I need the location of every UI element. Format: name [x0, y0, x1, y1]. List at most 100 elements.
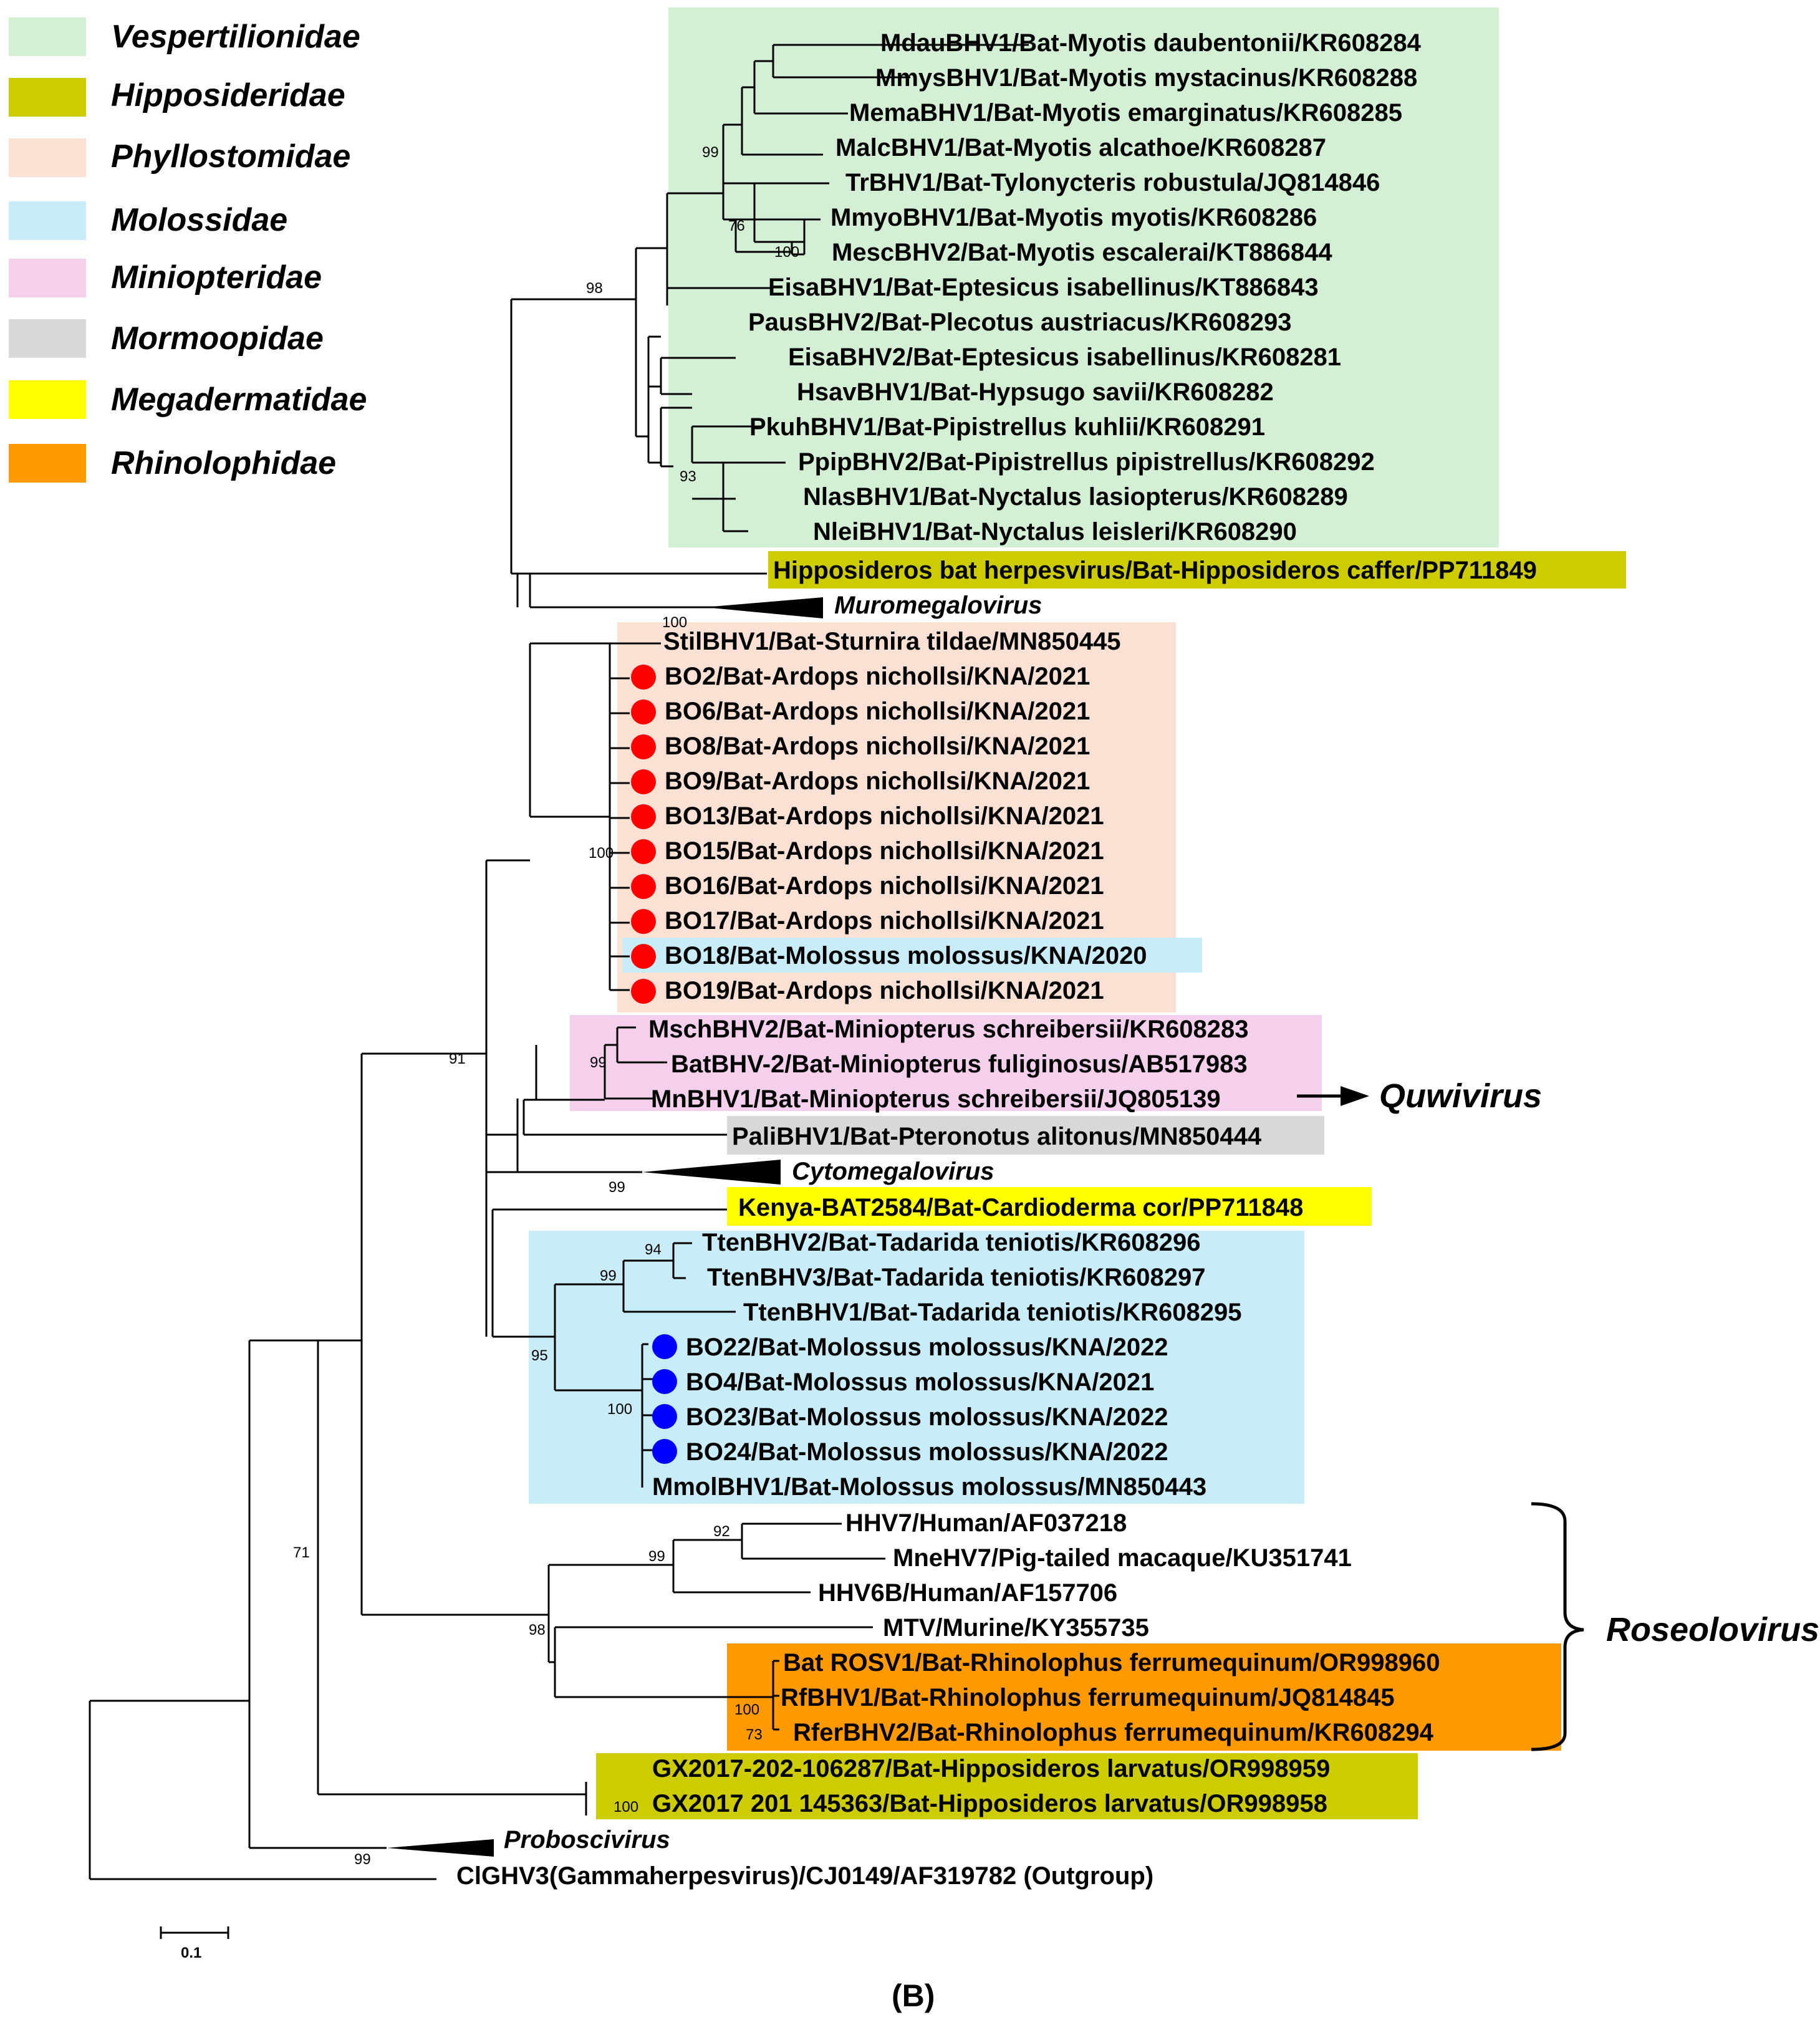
bootstrap-value: 100	[589, 845, 614, 862]
legend-label-megadermatidae: Megadermatidae	[111, 382, 367, 418]
red-dot-marker	[631, 700, 656, 724]
leaf-label: MescBHV2/Bat-Myotis escalerai/KT886844	[832, 239, 1332, 266]
leaf-label: PpipBHV2/Bat-Pipistrellus pipistrellus/K…	[798, 448, 1375, 476]
miniopteridae-box	[570, 1015, 1322, 1111]
blue-dot-marker	[652, 1404, 677, 1429]
rhinolophidae-box	[727, 1643, 1561, 1751]
red-dot-marker	[631, 909, 656, 934]
quwivirus-arrow-head	[1341, 1086, 1369, 1106]
leaf-label: GX2017-202-106287/Bat-Hipposideros larva…	[652, 1755, 1330, 1782]
bootstrap-value: 95	[531, 1347, 548, 1364]
leaf-label: TtenBHV2/Bat-Tadarida teniotis/KR608296	[702, 1229, 1200, 1256]
quwivirus-label: Quwivirus	[1379, 1077, 1542, 1115]
leaf-label: BO15/Bat-Ardops nichollsi/KNA/2021	[665, 837, 1104, 865]
legend-label-mormoopidae: Mormoopidae	[111, 320, 324, 357]
cytomegalovirus-triangle	[642, 1160, 781, 1185]
leaf-label: EisaBHV1/Bat-Eptesicus isabellinus/KT886…	[768, 274, 1319, 301]
bootstrap-value: 91	[449, 1051, 466, 1067]
leaf-label: BO18/Bat-Molossus molossus/KNA/2020	[665, 942, 1147, 969]
leaf-label: HHV7/Human/AF037218	[845, 1509, 1127, 1537]
leaf-label: BO22/Bat-Molossus molossus/KNA/2022	[686, 1334, 1168, 1361]
roseolovirus-label: Roseolovirus	[1606, 1611, 1819, 1648]
leaf-label: MmyoBHV1/Bat-Myotis myotis/KR608286	[831, 204, 1317, 231]
leaf-label: EisaBHV2/Bat-Eptesicus isabellinus/KR608…	[788, 344, 1341, 371]
legend-swatch-rhinolophidae	[9, 444, 86, 483]
bootstrap-value: 92	[713, 1523, 730, 1540]
leaf-label: Hipposideros bat herpesvirus/Bat-Hipposi…	[773, 557, 1537, 584]
legend-label-miniopteridae: Miniopteridae	[111, 259, 322, 296]
bootstrap-values: 99 76 100 98 93 100 100 99 91 99 94 99 9…	[293, 144, 799, 1868]
bootstrap-value: 73	[746, 1726, 763, 1743]
leaf-label: MmolBHV1/Bat-Molossus molossus/MN850443	[652, 1473, 1206, 1501]
red-dot-marker	[631, 944, 656, 969]
proboscivirus-triangle	[387, 1839, 494, 1857]
leaf-label: Bat ROSV1/Bat-Rhinolophus ferrumequinum/…	[783, 1649, 1440, 1676]
leaf-label: ClGHV3(Gammaherpesvirus)/CJ0149/AF319782…	[456, 1862, 1153, 1890]
bootstrap-value: 100	[662, 614, 687, 631]
legend-swatch-phyllostomidae	[9, 138, 86, 177]
legend-label-molossidae: Molossidae	[111, 202, 287, 238]
leaf-label: PausBHV2/Bat-Plecotus austriacus/KR60829…	[748, 309, 1291, 336]
quwivirus-annotation: Quwivirus	[1297, 1077, 1542, 1115]
legend-swatch-molossidae	[9, 201, 86, 240]
leaf-label: MemaBHV1/Bat-Myotis emarginatus/KR608285	[849, 99, 1402, 127]
bootstrap-value: 99	[702, 144, 719, 161]
leaf-label: HsavBHV1/Bat-Hypsugo savii/KR608282	[797, 378, 1274, 406]
leaf-label: MmysBHV1/Bat-Myotis mystacinus/KR608288	[875, 64, 1417, 92]
red-dot-marker	[631, 665, 656, 690]
leaf-label: PkuhBHV1/Bat-Pipistrellus kuhlii/KR60829…	[749, 413, 1265, 441]
leaf-label: MTV/Murine/KY355735	[883, 1614, 1149, 1642]
collapsed-clades	[387, 597, 823, 1857]
bootstrap-value: 71	[293, 1544, 310, 1561]
bootstrap-value: 100	[774, 244, 799, 261]
blue-dot-marker	[652, 1369, 677, 1394]
blue-dot-marker	[652, 1334, 677, 1359]
legend-swatch-megadermatidae	[9, 380, 86, 419]
legend-swatch-hipposideridae	[9, 78, 86, 117]
leaf-label: RferBHV2/Bat-Rhinolophus ferrumequinum/K…	[793, 1719, 1434, 1746]
leaf-label: BO19/Bat-Ardops nichollsi/KNA/2021	[665, 977, 1104, 1004]
leaf-labels: MdauBHV1/Bat-Myotis daubentonii/KR608284…	[456, 29, 1537, 1890]
scale-bar-label: 0.1	[181, 1945, 201, 1961]
leaf-label: MalcBHV1/Bat-Myotis alcathoe/KR608287	[835, 134, 1326, 161]
leaf-label: TrBHV1/Bat-Tylonycteris robustula/JQ8148…	[845, 169, 1380, 196]
red-dot-marker	[631, 769, 656, 794]
leaf-label: RfBHV1/Bat-Rhinolophus ferrumequinum/JQ8…	[781, 1684, 1395, 1711]
leaf-label: MnBHV1/Bat-Miniopterus schreibersii/JQ80…	[651, 1085, 1221, 1113]
legend-swatch-vespertilionidae	[9, 17, 86, 56]
hipposideridae-box-caffer	[768, 551, 1626, 589]
red-dot-marker	[631, 979, 656, 1004]
leaf-label: NlasBHV1/Bat-Nyctalus lasiopterus/KR6082…	[803, 483, 1348, 511]
clade-label-muromegalovirus: Muromegalovirus	[834, 592, 1042, 619]
leaf-label: TtenBHV1/Bat-Tadarida teniotis/KR608295	[743, 1299, 1241, 1326]
megadermatidae-box	[727, 1187, 1372, 1226]
leaf-label: BO8/Bat-Ardops nichollsi/KNA/2021	[665, 733, 1090, 760]
leaf-label: TtenBHV3/Bat-Tadarida teniotis/KR608297	[707, 1264, 1205, 1291]
roseolovirus-annotation: Roseolovirus	[1531, 1502, 1819, 1751]
legend-label-phyllostomidae: Phyllostomidae	[111, 138, 350, 175]
leaf-label: BO9/Bat-Ardops nichollsi/KNA/2021	[665, 767, 1090, 795]
leaf-label: MschBHV2/Bat-Miniopterus schreibersii/KR…	[648, 1016, 1249, 1043]
red-dot-marker	[631, 874, 656, 899]
legend-swatch-mormoopidae	[9, 319, 86, 358]
scale-bar: 0.1	[160, 1926, 229, 1961]
clade-label-cytomegalovirus: Cytomegalovirus	[792, 1158, 994, 1185]
bootstrap-value: 100	[734, 1701, 759, 1718]
leaf-label: NleiBHV1/Bat-Nyctalus leisleri/KR608290	[813, 518, 1297, 546]
leaf-label: MneHV7/Pig-tailed macaque/KU351741	[893, 1544, 1352, 1572]
blue-dot-marker	[652, 1439, 677, 1464]
leaf-label: PaliBHV1/Bat-Pteronotus alitonus/MN85044…	[732, 1123, 1262, 1150]
bootstrap-value: 99	[648, 1548, 665, 1565]
bootstrap-value: 99	[590, 1054, 607, 1071]
leaf-label: HHV6B/Human/AF157706	[818, 1579, 1117, 1607]
bootstrap-value: 98	[529, 1622, 546, 1638]
bootstrap-value: 99	[354, 1851, 371, 1868]
roseolovirus-bracket	[1531, 1502, 1584, 1751]
molossidae-box-bo18	[622, 938, 1202, 973]
leaf-label: GX2017 201 145363/Bat-Hipposideros larva…	[652, 1790, 1327, 1817]
red-dot-marker	[631, 734, 656, 759]
sample-markers	[631, 665, 677, 1464]
bootstrap-value: 99	[600, 1267, 617, 1284]
legend-label-rhinolophidae: Rhinolophidae	[111, 445, 336, 481]
